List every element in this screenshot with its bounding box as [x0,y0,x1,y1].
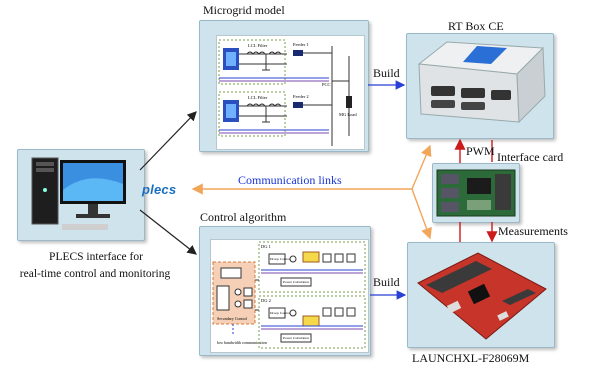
rtbox-device-image [417,41,546,124]
control-schematic: Secondary Control low bandwidth communic… [210,239,369,353]
communication-link-rtbox [411,144,432,190]
dg1-label: DG 1 [261,244,271,249]
rtbox-panel [406,33,554,139]
measurements-label: Measurements [498,224,568,238]
build-top-label: Build [373,66,400,80]
pc-caption-line-1: PLECS interface for [49,251,143,263]
interface-card-panel [432,163,520,223]
communication-link-launchxl [411,188,432,240]
pc-caption-line-2: real-time control and monitoring [19,268,171,280]
feeder-1-label: Feeder 1 [293,42,309,47]
pc-to-control-arrow [139,209,197,255]
launchxl-panel [407,242,555,348]
dg2-label: DG 2 [261,298,271,303]
launchxl-title: LAUNCHXL-F28069M [412,351,530,365]
feeder-2-label: Feeder 2 [293,94,309,99]
pc-image [31,157,126,230]
pc-panel [17,149,145,241]
control-algorithm-title: Control algorithm [200,210,287,224]
mg-load-label: MG Load [339,112,357,117]
interface-card-label: Interface card [497,150,564,164]
microgrid-schematic-drawing: LCL Filter Feeder 1 LCL Filter [218,39,357,146]
microgrid-schematic: LCL Filter Feeder 1 LCL Filter [216,35,365,150]
plecs-logo: plecs [142,182,177,197]
power-calc-1-label: Power Calculation [283,280,309,284]
microgrid-model-title: Microgrid model [203,3,285,17]
control-algorithm-panel: Secondary Control low bandwidth communic… [199,226,371,356]
build-bottom-label: Build [373,275,400,289]
power-calc-2-label: Power Calculation [283,336,309,340]
pc-to-microgrid-arrow [139,111,197,171]
control-schematic-drawing: Secondary Control low bandwidth communic… [212,241,366,349]
interface-card-image [436,169,516,217]
pcc-label: PCC [322,82,331,87]
droop-control-2-label: Droop Control [270,311,291,315]
lcl-filter-1-label: LCL Filter [248,43,268,48]
rtbox-title: RT Box CE [448,19,504,33]
secondary-control-label: Secondary Control [217,316,248,321]
pwm-label: PWM [466,144,495,158]
microgrid-model-panel: LCL Filter Feeder 1 LCL Filter [199,20,369,152]
droop-control-1-label: Droop Control [270,257,291,261]
low-bandwidth-label: low bandwidth communication [217,340,267,345]
launchxl-board-image [417,252,547,340]
lcl-filter-2-label: LCL Filter [248,95,268,100]
communication-links-label: Communication links [238,173,342,187]
